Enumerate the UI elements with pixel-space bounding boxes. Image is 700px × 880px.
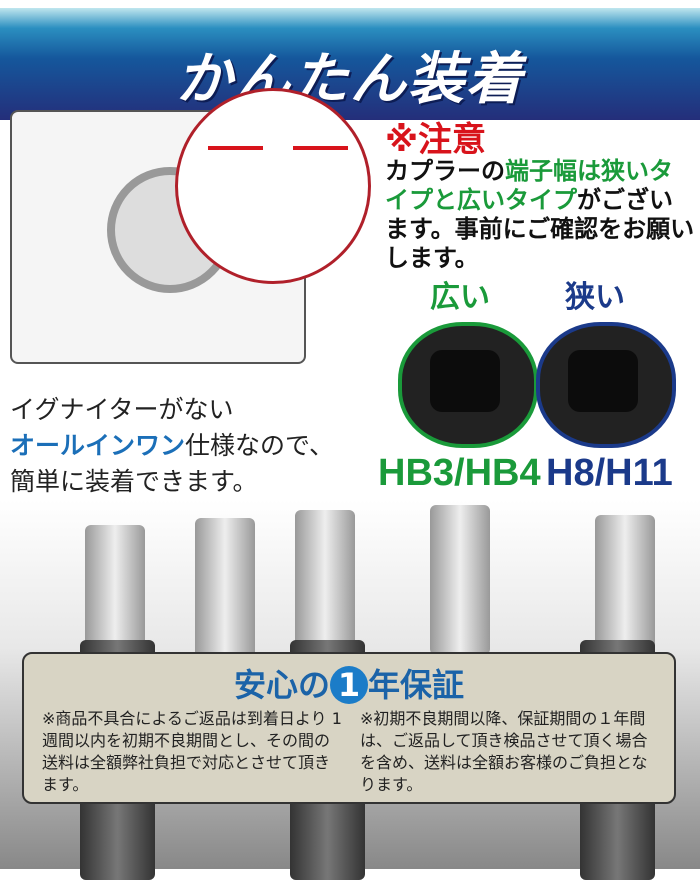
notice-title: ※注意 [385, 120, 487, 160]
warranty-right-text: ※初期不良期間以降、保証期間の１年間は、ご返品して頂き検品させて頂く場合を含め、… [360, 709, 648, 794]
wide-label: 広い [430, 280, 490, 315]
intro-line: イグナイターがない [10, 395, 234, 424]
intro-highlight: オールインワン [10, 431, 186, 460]
page-title: かんたん装着 [176, 47, 524, 112]
notice-highlight: タイプと広いタイプ [385, 157, 673, 214]
notice-text: カプラーの端子幅は狭いタイプと広いタイプがございます。事前にご確認をお願いします… [385, 157, 695, 273]
intro-line: 簡単に装着できます。 [10, 467, 258, 496]
narrow-label: 狭い [565, 280, 625, 315]
coupler-closeup-drawing [175, 88, 371, 284]
warranty-title-part: 安心の [233, 666, 330, 704]
header-banner: かんたん装着 [0, 8, 700, 120]
arrow-left-icon [293, 146, 348, 150]
notice-text-part: がございます。事前にご確認をお願いします。 [385, 186, 695, 272]
wide-connector-image [398, 322, 538, 448]
led-bulb-image [295, 510, 355, 660]
warranty-left-text: ※商品不具合によるご返品は到着日より 1 週間以内を初期不良期間とし、その間の送… [42, 709, 342, 794]
intro-text: イグナイターがない オールインワン仕様なので、 簡単に装着できます。 [10, 392, 334, 500]
notice-highlight: 端子幅は狭い [505, 157, 649, 185]
led-bulb-image [195, 518, 255, 668]
warranty-title-part: 年保証 [368, 666, 465, 704]
number-badge: 1 [330, 666, 368, 704]
narrow-connector-code: H8/H11 [546, 452, 673, 494]
wide-connector-code: HB3/HB4 [378, 452, 541, 494]
notice-text-part: カプラーの [385, 157, 505, 185]
intro-line: 仕様なので、 [185, 431, 335, 460]
arrow-right-icon [208, 146, 263, 150]
led-bulb-image [430, 505, 490, 655]
narrow-connector-image [536, 322, 676, 448]
